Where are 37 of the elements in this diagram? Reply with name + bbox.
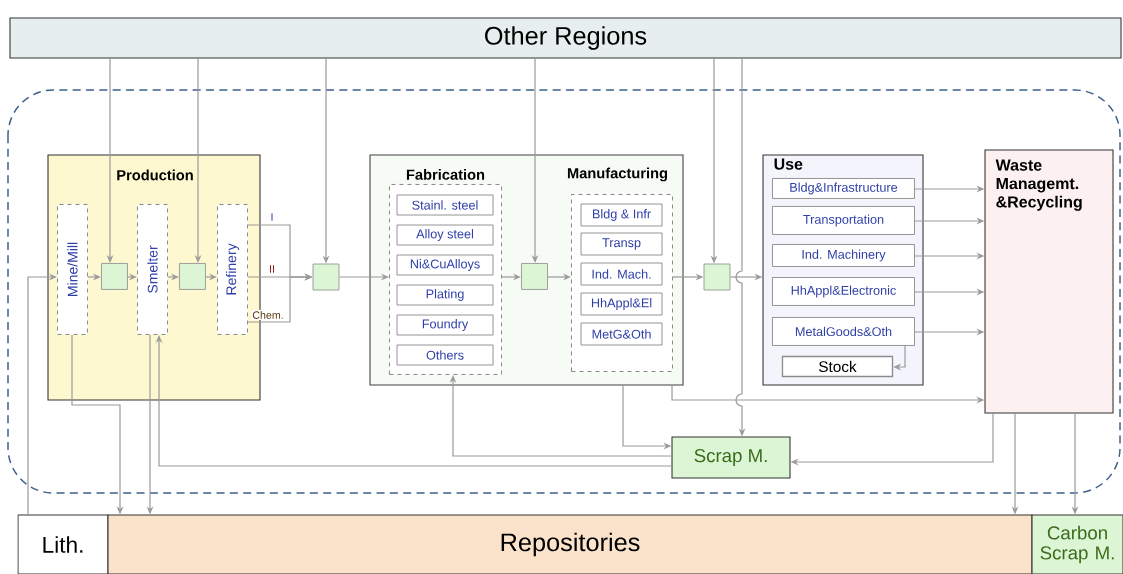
category-box: HhAppl&El: [580, 292, 663, 316]
node-label: Fabrication: [406, 169, 485, 180]
reservoir-box: Carbon Scrap M.: [1031, 514, 1123, 574]
category-box: Stainl. steel: [396, 194, 494, 216]
junction-box: [312, 263, 340, 291]
process-box: Mine/Mill: [57, 204, 88, 335]
junction-box: [179, 263, 206, 290]
category-box: MetalGoods&Oth: [772, 317, 915, 346]
arrow: [27, 273, 57, 516]
category-box: Ind. Machinery: [772, 244, 915, 267]
category-box: Alloy steel: [396, 224, 494, 246]
junction-box: [521, 263, 548, 290]
process-box: Smelter: [137, 204, 168, 335]
category-box: MetG&Oth: [580, 322, 663, 346]
category-box: Ni&CuAlloys: [396, 254, 494, 276]
category-box: Transportation: [772, 206, 915, 235]
region-band: Other Regions: [9, 17, 1122, 59]
category-box: Transp: [580, 232, 663, 256]
category-box: Bldg & Infr: [580, 203, 663, 227]
reservoir-box: Repositories: [107, 514, 1033, 574]
category-box: HhAppl&Electronic: [772, 277, 915, 306]
process-box: Scrap M.: [671, 436, 791, 479]
category-box: Plating: [396, 284, 494, 306]
edge-label: II: [268, 264, 277, 274]
category-box: Foundry: [396, 314, 494, 336]
reservoir-box: Lith.: [17, 514, 109, 574]
category-box: Bldg&Infrastructure: [772, 178, 915, 199]
process-box: Refinery: [217, 204, 248, 335]
junction-box: [703, 263, 731, 291]
stage-box: Waste Managemt. &Recycling: [984, 149, 1114, 414]
stock-box: Stock: [781, 355, 894, 378]
edge-label: I: [269, 212, 275, 222]
category-box: Ind. Mach.: [580, 262, 663, 286]
junction-box: [101, 263, 128, 290]
category-box: Others: [396, 344, 494, 366]
edge-label: Chem.: [251, 310, 285, 320]
node-label: Manufacturing: [567, 167, 668, 182]
